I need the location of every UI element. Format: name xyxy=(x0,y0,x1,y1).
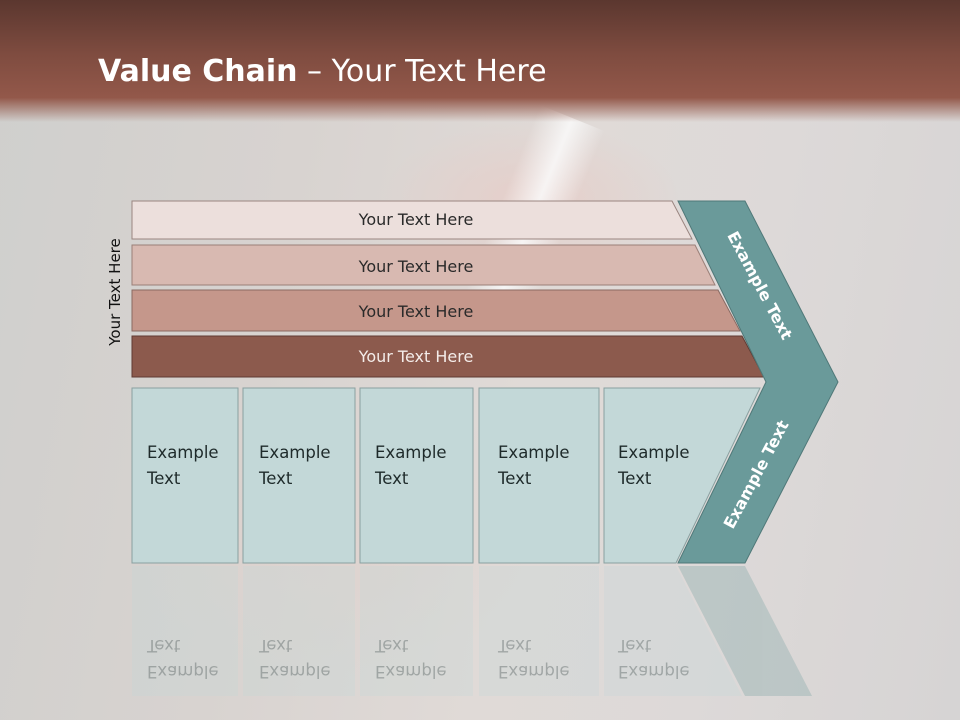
bar-3-shape[interactable] xyxy=(131,289,741,332)
reflection-line1: Example xyxy=(498,662,570,681)
chevron-reflection xyxy=(678,566,812,696)
box-reflection xyxy=(132,566,238,696)
chevron-shape[interactable] xyxy=(677,200,839,564)
box-1-text: Example Text xyxy=(147,440,219,492)
bar-3-label: Your Text Here xyxy=(358,302,474,321)
box-2-line2: Text xyxy=(259,469,293,488)
box-2-text-reflection: Example Text xyxy=(259,632,331,684)
title-rest: – Your Text Here xyxy=(297,54,547,89)
box-2[interactable] xyxy=(242,387,356,564)
reflection-line2: Text xyxy=(375,636,409,655)
box-5-text: Example Text xyxy=(618,440,690,492)
box-5-line2: Text xyxy=(618,469,652,488)
box-1-line2: Text xyxy=(147,469,181,488)
box-4-line2: Text xyxy=(498,469,532,488)
reflection xyxy=(132,566,812,696)
reflection-line2: Text xyxy=(259,636,293,655)
box-3[interactable] xyxy=(359,387,474,564)
bar-1-shape[interactable] xyxy=(131,200,693,240)
box-reflection xyxy=(360,566,473,696)
bar-4-label: Your Text Here xyxy=(358,347,474,366)
box-reflection xyxy=(604,566,742,696)
bar-1[interactable]: Your Text Here xyxy=(131,200,693,240)
bar-2-label: Your Text Here xyxy=(358,257,474,276)
box-5-text-reflection: Example Text xyxy=(618,632,690,684)
box-4-text-reflection: Example Text xyxy=(498,632,570,684)
box-reflection xyxy=(243,566,355,696)
bar-3[interactable]: Your Text Here xyxy=(131,289,741,332)
reflection-line2: Text xyxy=(618,636,652,655)
box-1[interactable] xyxy=(131,387,239,564)
box-3-text: Example Text xyxy=(375,440,447,492)
box-5[interactable] xyxy=(603,387,761,564)
reflection-line1: Example xyxy=(147,662,219,681)
title-bar xyxy=(0,0,960,122)
box-3-text-reflection: Example Text xyxy=(375,632,447,684)
reflection-line1: Example xyxy=(375,662,447,681)
box-reflection xyxy=(479,566,599,696)
box-1-line1: Example xyxy=(147,443,219,462)
box-1-text-reflection: Example Text xyxy=(147,632,219,684)
bar-4[interactable]: Your Text Here xyxy=(131,335,765,378)
bar-2-shape[interactable] xyxy=(131,244,716,286)
box-2-line1: Example xyxy=(259,443,331,462)
box-3-line2: Text xyxy=(375,469,409,488)
box-4-line1: Example xyxy=(498,443,570,462)
box-4-text: Example Text xyxy=(498,440,570,492)
title-bold: Value Chain xyxy=(98,54,298,89)
reflection-line1: Example xyxy=(259,662,331,681)
reflection-line2: Text xyxy=(498,636,532,655)
box-5-line1: Example xyxy=(618,443,690,462)
box-2-text: Example Text xyxy=(259,440,331,492)
reflection-line2: Text xyxy=(147,636,181,655)
slide-title[interactable]: Value Chain – Your Text Here xyxy=(98,54,547,89)
box-3-line1: Example xyxy=(375,443,447,462)
box-4[interactable] xyxy=(478,387,600,564)
bar-1-label: Your Text Here xyxy=(358,210,474,229)
bar-2[interactable]: Your Text Here xyxy=(131,244,716,286)
reflection-line1: Example xyxy=(618,662,690,681)
